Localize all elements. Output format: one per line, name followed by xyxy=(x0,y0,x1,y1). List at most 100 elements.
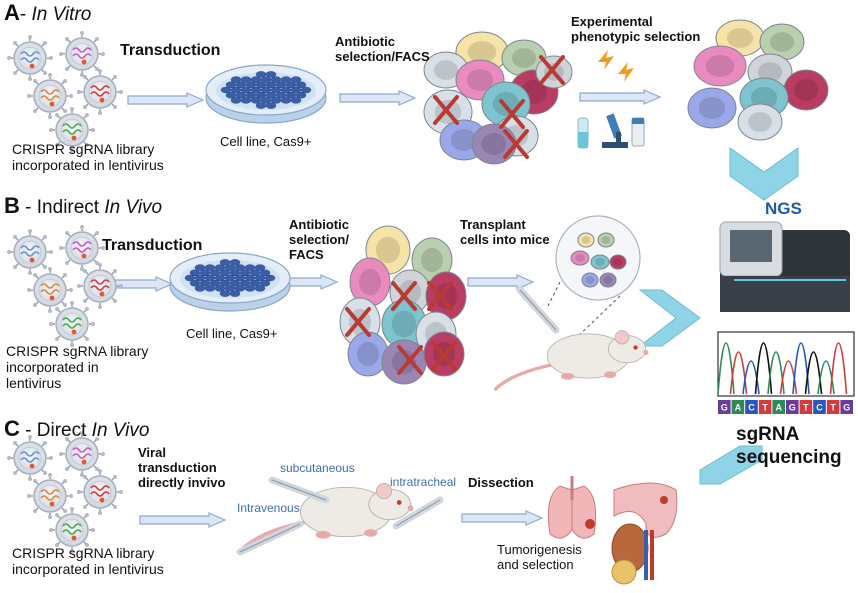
base-letter: C xyxy=(748,403,755,413)
section-a-dash: - xyxy=(19,4,32,25)
base-letter: C xyxy=(816,403,823,413)
antibiotic-label-b: Antibiotic selection/ FACS xyxy=(289,217,349,262)
cell-cluster-b xyxy=(339,225,467,385)
cell-cluster-a xyxy=(423,31,573,165)
lentivirus-icon xyxy=(48,300,96,348)
viral-label: Viral transduction directly invivo xyxy=(138,445,226,490)
arrow-b-1 xyxy=(111,276,174,292)
library-label-c: CRISPR sgRNA library incorporated in len… xyxy=(12,545,164,578)
cell-icon xyxy=(609,254,627,270)
syringe-icon-b xyxy=(516,286,560,334)
section-c-letter: C xyxy=(4,416,20,441)
lentivirus-icon xyxy=(6,34,54,82)
transduction-label-a: Transduction xyxy=(120,42,221,59)
virus-cluster-a xyxy=(6,30,124,154)
cell-icon xyxy=(687,87,737,129)
lentivirus-icon xyxy=(26,72,74,120)
base-tile xyxy=(745,400,758,414)
arrow-c-1 xyxy=(139,512,227,528)
base-tile xyxy=(813,400,826,414)
arrow-a-3 xyxy=(579,89,662,105)
lentivirus-icon xyxy=(48,506,96,554)
section-a-letter: A xyxy=(4,0,20,25)
transduction-label-b: Transduction xyxy=(102,237,203,254)
organs-icon xyxy=(547,476,678,585)
lentivirus-icon xyxy=(58,30,106,78)
section-a-title: In Vitro xyxy=(31,4,92,25)
ngs-sequencer-icon xyxy=(719,221,850,312)
lentivirus-icon xyxy=(26,266,74,314)
arrow-a-1 xyxy=(127,92,205,108)
base-letter: G xyxy=(721,403,728,413)
ngs-label: NGS xyxy=(765,199,802,218)
arrow-b-3 xyxy=(467,274,535,290)
cell-icon xyxy=(599,272,617,288)
cell-line-label-b: Cell line, Cas9+ xyxy=(186,326,278,341)
lentivirus-icon xyxy=(58,224,106,272)
microscope-icon xyxy=(602,113,628,148)
lentivirus-icon xyxy=(76,68,124,116)
base-tile xyxy=(840,400,853,414)
base-letter: G xyxy=(789,403,796,413)
base-letter: A xyxy=(735,403,742,413)
base-tile xyxy=(718,400,731,414)
section-b-title: In Vivo xyxy=(104,197,163,218)
base-letter: T xyxy=(803,403,809,413)
cell-cluster-selected xyxy=(687,19,829,141)
mouse-icon-b xyxy=(493,330,649,392)
virus-cluster-c xyxy=(6,430,124,554)
base-tile xyxy=(731,400,745,414)
base-letter: T xyxy=(830,403,836,413)
section-a-header: A- In Vitro xyxy=(4,0,91,26)
cell-icon xyxy=(570,250,590,266)
route-intravenous: Intravenous xyxy=(237,501,300,515)
base-tile xyxy=(772,400,785,414)
lentivirus-icon xyxy=(6,434,54,482)
section-b-letter: B xyxy=(4,193,20,218)
lentivirus-icon xyxy=(76,262,124,310)
cell-icon xyxy=(693,45,747,87)
cell-icon xyxy=(581,272,599,288)
chromatogram-icon xyxy=(717,331,855,397)
section-c-dash: - Direct xyxy=(19,420,92,441)
transplant-cells-inset xyxy=(555,215,641,301)
lightning-icon xyxy=(598,50,614,70)
lentivirus-icon xyxy=(26,472,74,520)
transplant-label: Transplant cells into mice xyxy=(460,217,550,247)
base-tile xyxy=(826,400,840,414)
base-letter: A xyxy=(775,403,782,413)
sgrna-sequencing-label: sgRNA sequencing xyxy=(736,424,842,468)
cell-icon xyxy=(590,254,610,270)
arrow-a-2 xyxy=(339,90,417,106)
section-b-dash: - Indirect xyxy=(19,197,105,218)
base-tile xyxy=(786,400,799,414)
syringe-icon-intravenous xyxy=(236,520,304,556)
experimental-label: Experimental phenotypic selection xyxy=(571,14,701,44)
cell-line-label-a: Cell line, Cas9+ xyxy=(220,134,312,149)
cell-icon xyxy=(577,232,595,248)
syringe-icon-intratracheal xyxy=(392,496,444,530)
petri-dish-a xyxy=(205,64,327,124)
lentivirus-icon xyxy=(76,468,124,516)
library-label-a: CRISPR sgRNA library incorporated in len… xyxy=(12,141,164,174)
antibiotic-label-a: Antibiotic selection/FACS xyxy=(335,34,430,64)
lentivirus-icon xyxy=(58,430,106,478)
section-c-title: In Vivo xyxy=(91,420,150,441)
cell-icon xyxy=(737,103,783,141)
base-letter: T xyxy=(762,403,768,413)
lightning-icon xyxy=(618,62,634,82)
petri-dish-b xyxy=(169,252,291,312)
chevron-right-to-ngs xyxy=(638,289,701,347)
lentivirus-icon xyxy=(6,228,54,276)
base-tile xyxy=(758,400,772,414)
syringe-icon-subcutaneous xyxy=(268,476,330,504)
library-label-b: CRISPR sgRNA library incorporated in len… xyxy=(6,343,149,392)
cell-icon xyxy=(597,232,615,248)
virus-cluster-b xyxy=(6,224,124,348)
dissection-label: Dissection xyxy=(468,475,534,490)
route-intratracheal: intratracheal xyxy=(390,475,457,489)
chevron-down-to-ngs xyxy=(729,147,799,201)
lentivirus-icon xyxy=(48,106,96,154)
